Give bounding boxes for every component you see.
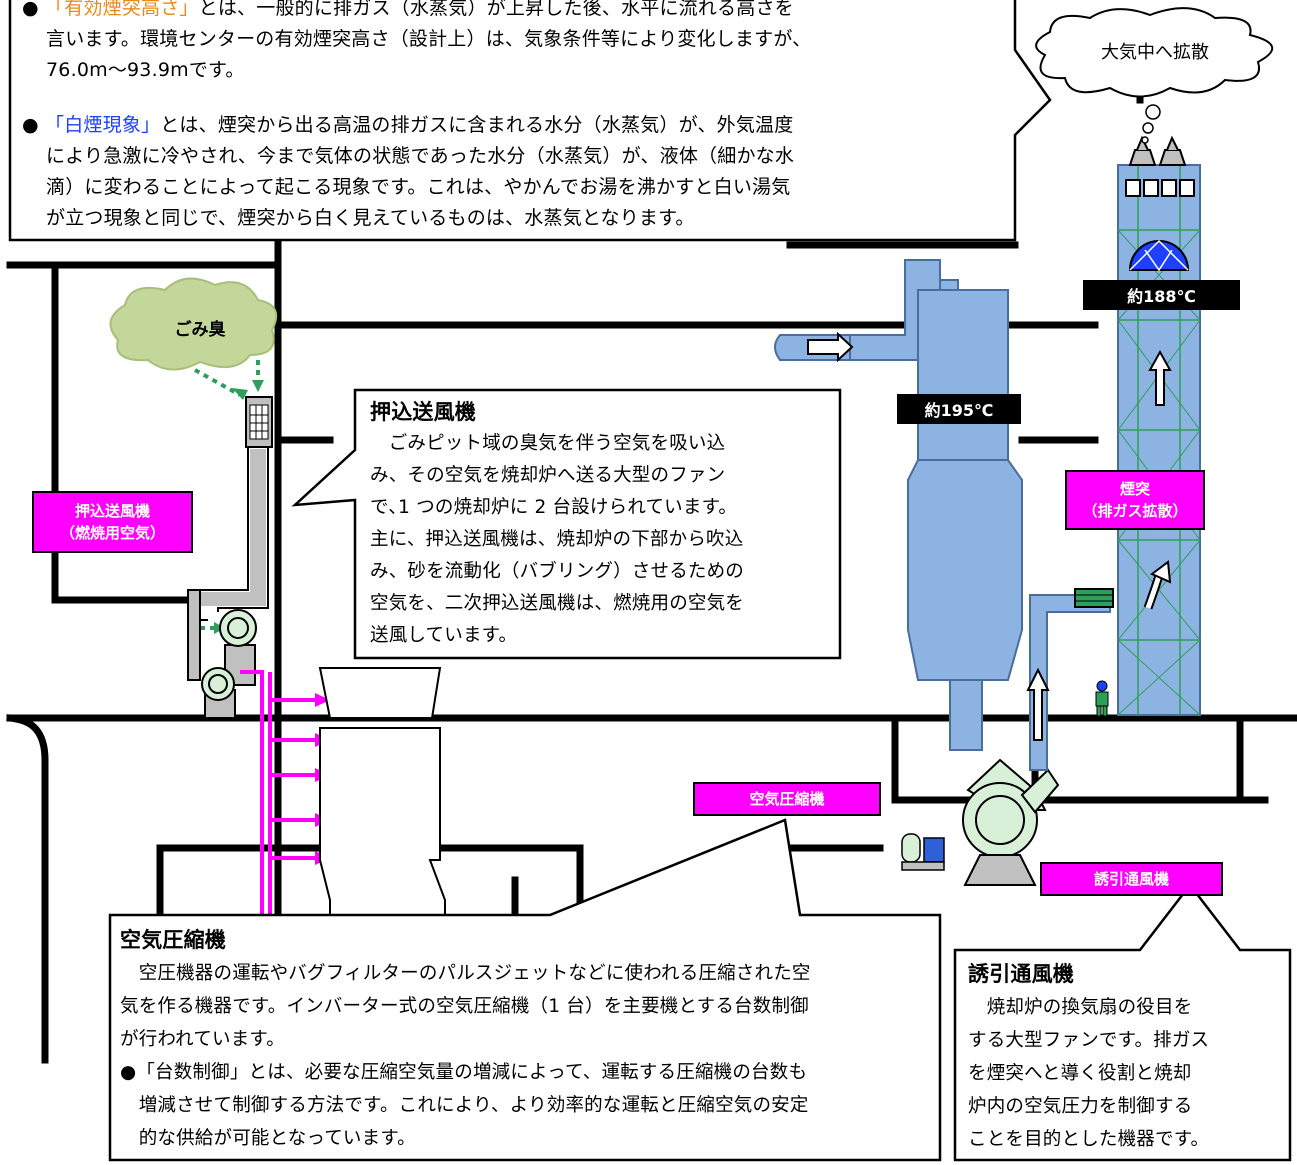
text-line: する大型ファンです。排ガス — [968, 1030, 1210, 1051]
top-callout-shape — [8, 0, 1052, 242]
text-line: 増減させて制御する方法です。これにより、より効率的な運転と圧縮空気の安定 — [120, 1095, 809, 1116]
text-line: 気を作る機器です。インバーター式の空気圧縮機（1 台）を主要機とする台数制御 — [120, 996, 809, 1017]
text-line: が行われています。 — [120, 1029, 285, 1050]
air-compressor-unit — [901, 833, 945, 871]
text-line: み、その空気を焼却炉へ送る大型のファン — [370, 465, 726, 486]
tag-chimney: 煙突 （排ガス拡散） — [1065, 470, 1205, 530]
text-line: 主に、押込送風機は、焼却炉の下部から吹込 — [370, 529, 744, 550]
compressor-callout-shape — [108, 818, 942, 1162]
tag-forced-draft-fan: 押込送風機 （燃焼用空気） — [32, 491, 193, 553]
diffuse-cloud-shape — [1035, 7, 1273, 98]
tag-line: （燃焼用空気） — [59, 524, 165, 542]
tag-line: 押込送風機 — [74, 502, 150, 520]
idf-callout-shape — [953, 882, 1292, 1162]
text-line: とは、一般的に排ガス（水蒸気）が上昇した後、水平に流れる高さを — [198, 0, 794, 19]
tag-induced-draft-fan: 誘引通風機 — [1040, 862, 1223, 896]
forced-draft-fans — [201, 609, 257, 719]
bullet: ● — [22, 114, 39, 136]
compressor-callout-title: 空気圧縮機 — [120, 928, 226, 952]
text-line: を煙突へと導く役割と焼却 — [968, 1063, 1192, 1084]
flow-arrow-to-tower — [807, 331, 854, 363]
text-line: により急激に冷やされ、今まで気体の状態であった水分（水蒸気）が、液体（細かな水 — [46, 145, 795, 167]
cloud-odor-label: ごみ臭 — [174, 320, 226, 340]
idf-callout: 誘引通風機 焼却炉の換気扇の役目を する大型ファンです。排ガス を煙突へと導く役… — [968, 958, 1288, 1156]
fdf-callout-shape — [291, 388, 842, 660]
fdf-callout: 押込送風機 ごみピット域の臭気を伴う空気を吸い込 み、その空気を焼却炉へ送る大型… — [370, 396, 840, 652]
term-white-smoke: 「白煙現象」 — [45, 114, 161, 136]
text-line: で､1 つの焼却炉に 2 台設けられています。 — [370, 497, 738, 518]
bullet: ● — [22, 0, 39, 19]
tag-line: 煙突 — [1119, 480, 1150, 498]
text-line: 送風しています。 — [370, 625, 518, 646]
compressor-callout: 空気圧縮機 空圧機器の運転やバグフィルターのパルスジェットなどに使われる圧縮され… — [120, 924, 935, 1155]
text-line: とは、煙突から出る高温の排ガスに含まれる水分（水蒸気）が、外気温度 — [160, 114, 794, 136]
top-callout: ● 「有効煙突高さ」とは、一般的に排ガス（水蒸気）が上昇した後、水平に流れる高さ… — [22, 0, 1012, 234]
text-line: が立つ現象と同じで、煙突から白く見えているものは、水蒸気となります。 — [46, 207, 695, 229]
text-line: 焼却炉の換気扇の役目を — [968, 997, 1193, 1018]
gas-cooling-tower — [774, 259, 1023, 751]
idf-callout-title: 誘引通風機 — [968, 962, 1074, 986]
thought-bubbles — [1141, 104, 1161, 144]
text-line: ことを目的とした機器です。 — [968, 1129, 1210, 1150]
text-line: 炉内の空気圧力を制御する — [968, 1096, 1193, 1117]
tag-line: （排ガス拡散） — [1082, 502, 1188, 520]
worker-figure-icon — [1095, 680, 1109, 717]
building-frame — [6, 16, 1297, 1064]
text-line: 空圧機器の運転やバグフィルターのパルスジェットなどに使われる圧縮された空 — [120, 963, 811, 984]
cloud-diffuse-label: 大気中へ拡散 — [1101, 42, 1209, 63]
intake-duct — [187, 396, 273, 681]
induced-draft-fan — [962, 758, 1060, 886]
flow-arrow-up-duct — [1026, 667, 1050, 741]
text-line: 的な供給が可能となっています。 — [120, 1128, 416, 1149]
tag-air-compressor: 空気圧縮機 — [693, 782, 881, 816]
text-line: 空気を、二次押込送風機は、燃焼用の空気を — [370, 593, 745, 614]
exhaust-duct — [1029, 588, 1114, 771]
flow-arrows-in-chimney — [1143, 349, 1172, 610]
text-line: み、砂を流動化（バブリング）させるための — [370, 561, 745, 582]
odor-cloud-shape — [109, 277, 278, 371]
text-line: ごみピット域の臭気を伴う空気を吸い込 — [370, 433, 726, 454]
temp-label-195: 約195℃ — [897, 394, 1021, 424]
temp-label-188: 約188℃ — [1083, 280, 1240, 310]
term-effective-stack-height: 「有効煙突高さ」 — [45, 0, 199, 19]
text-line: 滴）に変わることによって起こる現象です。これは、やかんでお湯を沸かすと白い湯気 — [46, 176, 791, 198]
fdf-callout-title: 押込送風機 — [370, 400, 476, 424]
text-line: ●「台数制御」とは、必要な圧縮空気量の増減によって、運転する圧縮機の台数も — [120, 1062, 808, 1083]
text-line: 言います。環境センターの有効煙突高さ（設計上）は、気象条件等により変化しますが、 — [46, 28, 812, 50]
chimney — [1117, 135, 1201, 716]
text-line: 76.0m～93.9mです。 — [46, 59, 245, 81]
